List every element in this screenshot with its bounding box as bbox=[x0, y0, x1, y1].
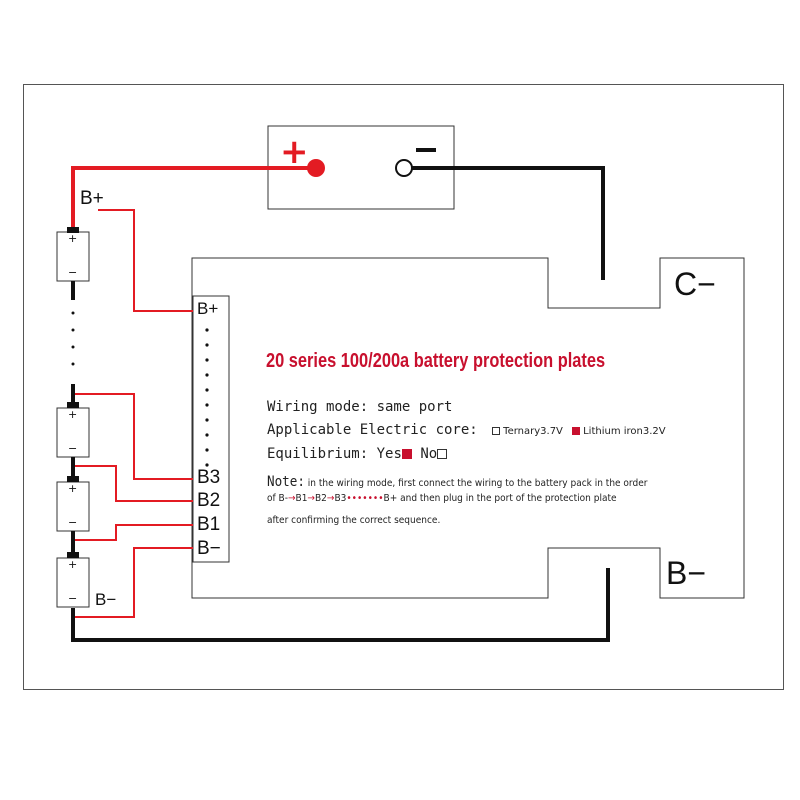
pin-bminus-label: B− bbox=[197, 538, 221, 559]
pack-bminus-label: B− bbox=[95, 590, 117, 609]
load-plus-sign: + bbox=[280, 132, 309, 172]
ternary-label: Ternary3.7V bbox=[503, 426, 563, 437]
protection-board-outline bbox=[191, 257, 745, 599]
main-positive-wire bbox=[71, 166, 316, 232]
dotted-arrow-icon: ••••••• bbox=[346, 493, 384, 504]
port-c-minus-label: C− bbox=[674, 266, 716, 302]
seq-b2: B2 bbox=[314, 493, 327, 504]
pin-b3-label: B3 bbox=[197, 467, 221, 488]
sense-wire-b2 bbox=[73, 465, 193, 502]
cell-minus-label: − bbox=[68, 442, 78, 455]
battery-cell-2 bbox=[56, 402, 90, 458]
lithium-checkbox-icon bbox=[572, 427, 581, 435]
note-text-2: B+ and then plug in the port of the prot… bbox=[383, 493, 617, 504]
port-b-minus-label: B− bbox=[666, 555, 707, 591]
seq-b-minus: B- bbox=[278, 493, 288, 504]
connector-dots bbox=[205, 328, 209, 467]
c-minus-wire bbox=[412, 166, 605, 280]
yes-checkbox-icon bbox=[401, 449, 412, 459]
cell-ellipsis bbox=[71, 311, 75, 366]
arrow-icon: → bbox=[307, 493, 315, 504]
cell-minus-label: − bbox=[68, 592, 78, 605]
pack-bplus-label: B+ bbox=[80, 188, 104, 209]
equilibrium-no-label: No bbox=[420, 446, 438, 462]
cell-plus-label: + bbox=[68, 408, 78, 421]
sense-wire-bminus bbox=[75, 547, 193, 618]
connector-strip bbox=[192, 295, 230, 563]
battery-cell-1 bbox=[56, 227, 90, 282]
seq-b3: B3 bbox=[334, 493, 347, 504]
core-label: Applicable Electric core: bbox=[267, 422, 478, 438]
core-line: Applicable Electric core: Ternary3.7V Li… bbox=[267, 422, 666, 438]
cell-minus-label: − bbox=[68, 266, 78, 279]
note-line-3: after confirming the correct sequence. bbox=[267, 515, 441, 526]
sense-wire-b1 bbox=[73, 524, 193, 541]
battery-cell-4 bbox=[56, 552, 90, 608]
note-line-1: Note: in the wiring mode, first connect … bbox=[267, 474, 647, 490]
cell-plus-label: + bbox=[68, 558, 78, 571]
note-text-1: in the wiring mode, first connect the wi… bbox=[307, 478, 648, 489]
pin-b2-label: B2 bbox=[197, 490, 221, 511]
battery-cell-3 bbox=[56, 476, 90, 532]
equilibrium-yes-label: Yes bbox=[376, 446, 402, 462]
cell-plus-label: + bbox=[68, 232, 78, 245]
equilibrium-line: Equilibrium: Yes No bbox=[267, 446, 448, 462]
b-minus-wire bbox=[71, 568, 610, 642]
lithium-label: Lithium iron3.2V bbox=[583, 426, 666, 437]
load-minus-sign bbox=[416, 148, 436, 152]
no-checkbox-icon bbox=[437, 449, 448, 459]
sense-wire-bplus bbox=[98, 209, 193, 312]
arrow-icon: → bbox=[287, 493, 296, 504]
wiring-mode-text: Wiring mode: same port bbox=[267, 399, 453, 415]
pin-bplus-label: B+ bbox=[197, 299, 219, 318]
negative-terminal bbox=[395, 159, 413, 177]
positive-terminal bbox=[307, 159, 325, 177]
core-option-lithium: Lithium iron3.2V bbox=[572, 426, 666, 437]
note-of: of bbox=[267, 493, 276, 504]
note-line-2: of B-→B1→B2→B3•••••••B+ and then plug in… bbox=[267, 493, 617, 504]
note-label: Note: bbox=[267, 474, 305, 490]
ternary-checkbox-icon bbox=[492, 427, 501, 435]
pin-b1-label: B1 bbox=[197, 514, 221, 535]
diagram-title: 20 series 100/200a battery protection pl… bbox=[266, 350, 606, 372]
core-option-ternary: Ternary3.7V bbox=[492, 426, 566, 437]
cell-plus-label: + bbox=[68, 482, 78, 495]
cell-minus-label: − bbox=[68, 516, 78, 529]
diagram-frame bbox=[23, 84, 784, 690]
seq-b1: B1 bbox=[295, 493, 308, 504]
arrow-icon: → bbox=[326, 493, 335, 504]
sense-wires bbox=[72, 209, 193, 618]
equilibrium-label: Equilibrium: bbox=[267, 446, 369, 462]
